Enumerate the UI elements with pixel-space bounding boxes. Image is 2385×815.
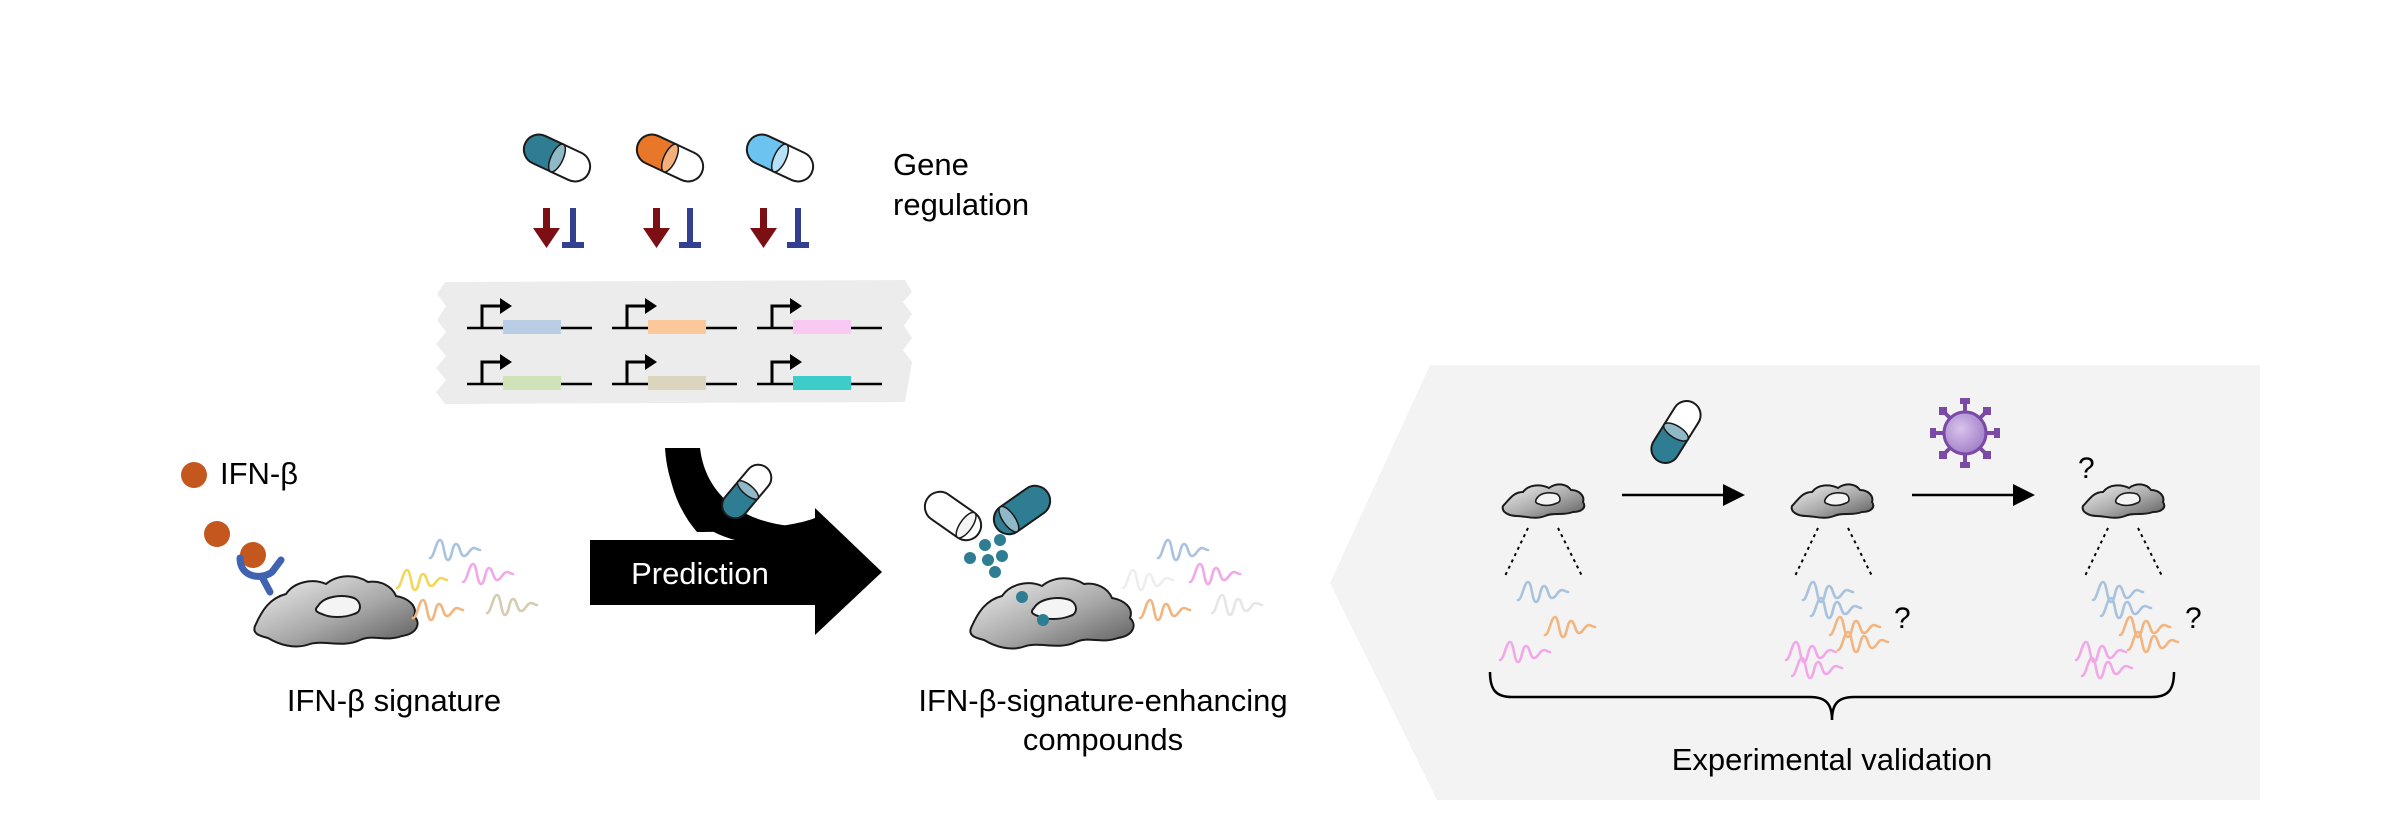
experimental-validation-panel: ? ? ? Experimental validation: [1330, 365, 2260, 800]
compound-dots: [964, 534, 1008, 578]
pill-capsule-icon: [745, 133, 820, 188]
pill-capsule-icon: [1650, 400, 1702, 464]
pill-capsule-icon: [522, 133, 597, 188]
receptor-icon: [236, 554, 285, 596]
validation-brace: [1488, 671, 2176, 721]
enhancing-compounds-label-line2: compounds: [1023, 722, 1183, 757]
ifn-beta-molecule-icon: [240, 542, 266, 568]
validation-background: [1330, 365, 2260, 800]
ifn-beta-molecule-icon: [204, 521, 230, 547]
ifn-beta-label: IFN-β: [220, 456, 298, 491]
enhancing-compounds-panel: IFN-β-signature-enhancing compounds: [918, 484, 1288, 757]
prediction-arrow: Prediction: [590, 448, 882, 635]
dotted-connector: [1504, 527, 2163, 577]
gene-row: [467, 352, 882, 390]
pill-capsule-icon: [721, 463, 773, 520]
ifn-beta-signature-panel: IFN-β IFN-β signature: [181, 456, 539, 718]
expression-waves: [395, 538, 539, 622]
cell-icon: [253, 575, 419, 648]
expression-waves: [1121, 538, 1264, 622]
ifn-beta-molecule-icon: [181, 462, 207, 488]
cell-icon: [969, 577, 1135, 650]
activation-arrow-icon: [533, 208, 777, 248]
ifn-beta-signature-label: IFN-β signature: [287, 683, 501, 718]
unknown-mark: ?: [1894, 602, 1911, 635]
virus-icon: [1930, 398, 2000, 468]
gene-regulation-panel: Gene regulation: [436, 133, 1029, 404]
enhancing-compounds-label-line1: IFN-β-signature-enhancing: [918, 683, 1287, 718]
prediction-label: Prediction: [631, 556, 769, 591]
pill-capsule-icon: [635, 133, 710, 188]
gene-regulation-label-line1: Gene: [893, 147, 969, 182]
experimental-validation-label: Experimental validation: [1672, 742, 1993, 777]
unknown-mark: ?: [2185, 602, 2202, 635]
gene-regulation-label-line2: regulation: [893, 187, 1029, 222]
process-arrow: [1622, 484, 2035, 506]
unknown-mark: ?: [2078, 452, 2095, 485]
inhibition-bar-icon: [562, 208, 809, 248]
gene-row: [467, 296, 882, 334]
pill-capsule-icon: [923, 490, 983, 542]
pill-capsule-icon: [992, 484, 1052, 536]
